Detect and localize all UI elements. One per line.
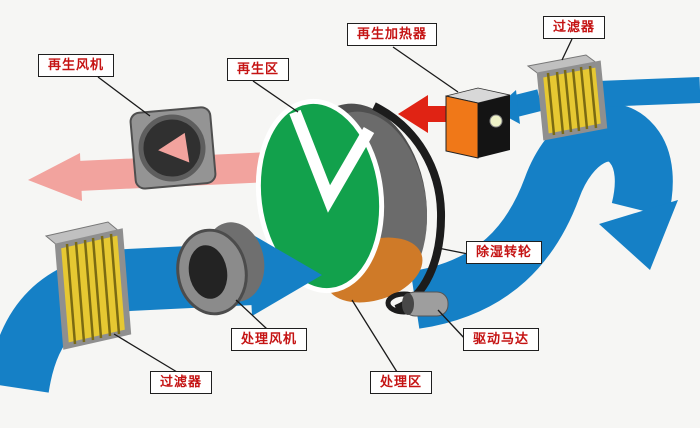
leader-dehumid-wheel (437, 247, 469, 255)
leader-lines (97, 38, 573, 373)
process-air-outlet-arrowhead (599, 200, 678, 270)
drive-motor-end (402, 293, 414, 315)
label-drive-motor: 驱动马达 (463, 328, 540, 351)
label-process-zone: 处理区 (370, 371, 433, 394)
regen-fan (129, 106, 217, 190)
label-dehumid-wheel: 除湿转轮 (466, 241, 543, 264)
label-regen-zone: 再生区 (227, 58, 290, 81)
leader-drive-motor (437, 309, 467, 341)
process-air-outlet-arrow (409, 103, 673, 329)
label-filter-top: 过滤器 (543, 16, 606, 39)
hot-air-arrow (398, 95, 455, 133)
filter-top-right (526, 54, 608, 141)
leader-regen-zone (252, 80, 299, 113)
filter-bottom-left-face (54, 228, 132, 350)
leader-filter-bottom (113, 333, 178, 373)
leader-regen-fan (97, 76, 151, 117)
regen-fan-airflow-arrowhead (158, 132, 190, 163)
label-filter-bottom: 过滤器 (150, 371, 213, 394)
wheel-face (255, 98, 385, 294)
regen-air-exhaust-arrowhead (28, 153, 82, 201)
desiccant-wheel (255, 98, 449, 317)
wheel-sector-divider (289, 109, 375, 213)
leader-filter-top (561, 38, 573, 61)
heater-orange-face (445, 95, 479, 159)
process-air-inlet-arrowhead (248, 232, 322, 316)
wheel-belt (372, 102, 446, 313)
filter-top-right-face (536, 60, 608, 141)
label-process-fan: 处理风机 (231, 328, 308, 351)
leader-process-zone (351, 299, 398, 373)
regen-air-inlet-arrow (597, 77, 700, 107)
filter-bottom-left-pleats (65, 233, 121, 345)
leader-regen-heater (392, 46, 459, 93)
process-fan (176, 222, 265, 316)
regen-heater (445, 87, 511, 159)
leader-process-fan (235, 299, 268, 330)
regen-air-inlet-arrow-2 (513, 89, 543, 117)
filter-bottom-left (44, 221, 132, 350)
label-regen-fan: 再生风机 (38, 54, 115, 77)
process-fan-opening (188, 245, 228, 299)
filter-top-right-pleats (546, 65, 598, 136)
heater-indicator-dot (489, 114, 503, 128)
label-regen-heater: 再生加热器 (347, 23, 438, 46)
